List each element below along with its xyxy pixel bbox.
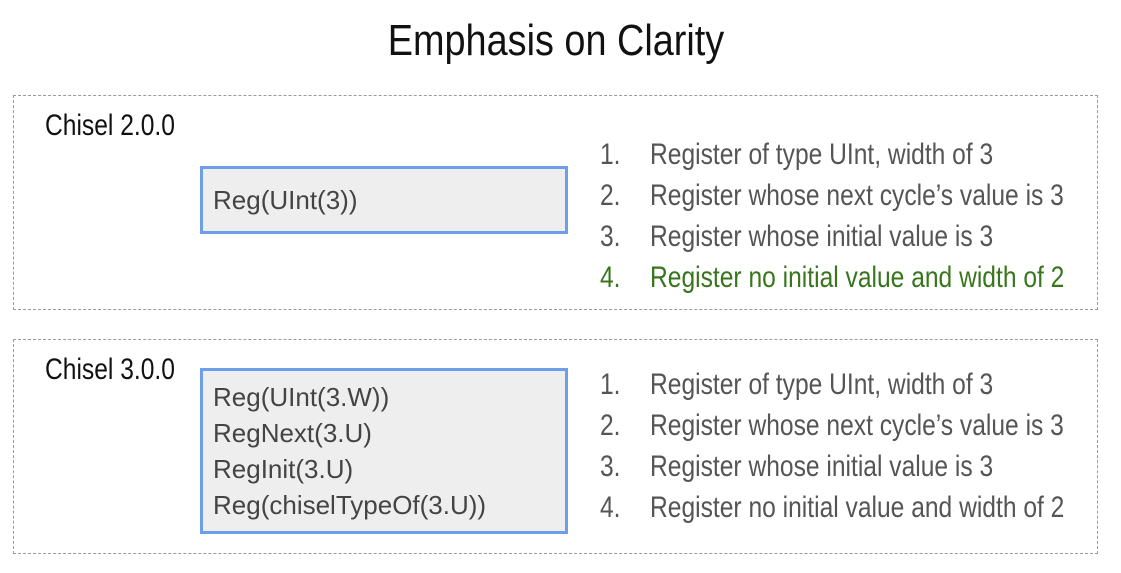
option-item: 2. Register whose next cycle’s value is … bbox=[600, 179, 1064, 220]
option-number: 4. bbox=[600, 261, 621, 294]
option-number: 1. bbox=[600, 138, 621, 171]
option-number: 3. bbox=[600, 220, 621, 253]
code-line: Reg(chiselTypeOf(3.U)) bbox=[213, 490, 487, 520]
option-text: Register whose initial value is 3 bbox=[650, 450, 994, 483]
option-number: 1. bbox=[600, 368, 621, 401]
code-line: Reg(UInt(3)) bbox=[213, 185, 358, 215]
option-text: Register no initial value and width of 2 bbox=[650, 491, 1065, 524]
option-text: Register whose next cycle’s value is 3 bbox=[650, 409, 1064, 442]
code-box: Reg(UInt(3.W)) RegNext(3.U) RegInit(3.U)… bbox=[200, 368, 568, 534]
option-item: 4. Register no initial value and width o… bbox=[600, 491, 1064, 532]
option-item-highlighted: 4. Register no initial value and width o… bbox=[600, 261, 1064, 302]
options-list: 1. Register of type UInt, width of 3 2. … bbox=[600, 138, 1090, 302]
option-number: 3. bbox=[600, 450, 621, 483]
options-list: 1. Register of type UInt, width of 3 2. … bbox=[600, 368, 1090, 532]
option-item: 1. Register of type UInt, width of 3 bbox=[600, 368, 1002, 409]
slide-title: Emphasis on Clarity bbox=[387, 16, 725, 65]
chisel-2-panel: Chisel 2.0.0 Reg(UInt(3)) 1. Register of… bbox=[13, 95, 1098, 310]
code-line: Reg(UInt(3.W)) bbox=[213, 382, 390, 412]
option-text: Register whose next cycle’s value is 3 bbox=[650, 179, 1064, 212]
option-item: 1. Register of type UInt, width of 3 bbox=[600, 138, 1002, 179]
option-text: Register of type UInt, width of 3 bbox=[650, 138, 994, 171]
option-item: 2. Register whose next cycle’s value is … bbox=[600, 409, 1064, 450]
option-text: Register whose initial value is 3 bbox=[650, 220, 994, 253]
option-item: 3. Register whose initial value is 3 bbox=[600, 450, 1002, 491]
chisel-3-panel: Chisel 3.0.0 Reg(UInt(3.W)) RegNext(3.U)… bbox=[13, 339, 1098, 554]
code-line: RegInit(3.U) bbox=[213, 454, 354, 484]
option-number: 2. bbox=[600, 409, 621, 442]
code-line: RegNext(3.U) bbox=[213, 418, 372, 448]
option-number: 2. bbox=[600, 179, 621, 212]
code-box: Reg(UInt(3)) bbox=[200, 166, 568, 234]
option-text: Register of type UInt, width of 3 bbox=[650, 368, 994, 401]
panel-label: Chisel 3.0.0 bbox=[45, 353, 175, 386]
option-number: 4. bbox=[600, 491, 621, 524]
panel-label: Chisel 2.0.0 bbox=[45, 109, 175, 142]
option-text: Register no initial value and width of 2 bbox=[650, 261, 1065, 294]
option-item: 3. Register whose initial value is 3 bbox=[600, 220, 1002, 261]
